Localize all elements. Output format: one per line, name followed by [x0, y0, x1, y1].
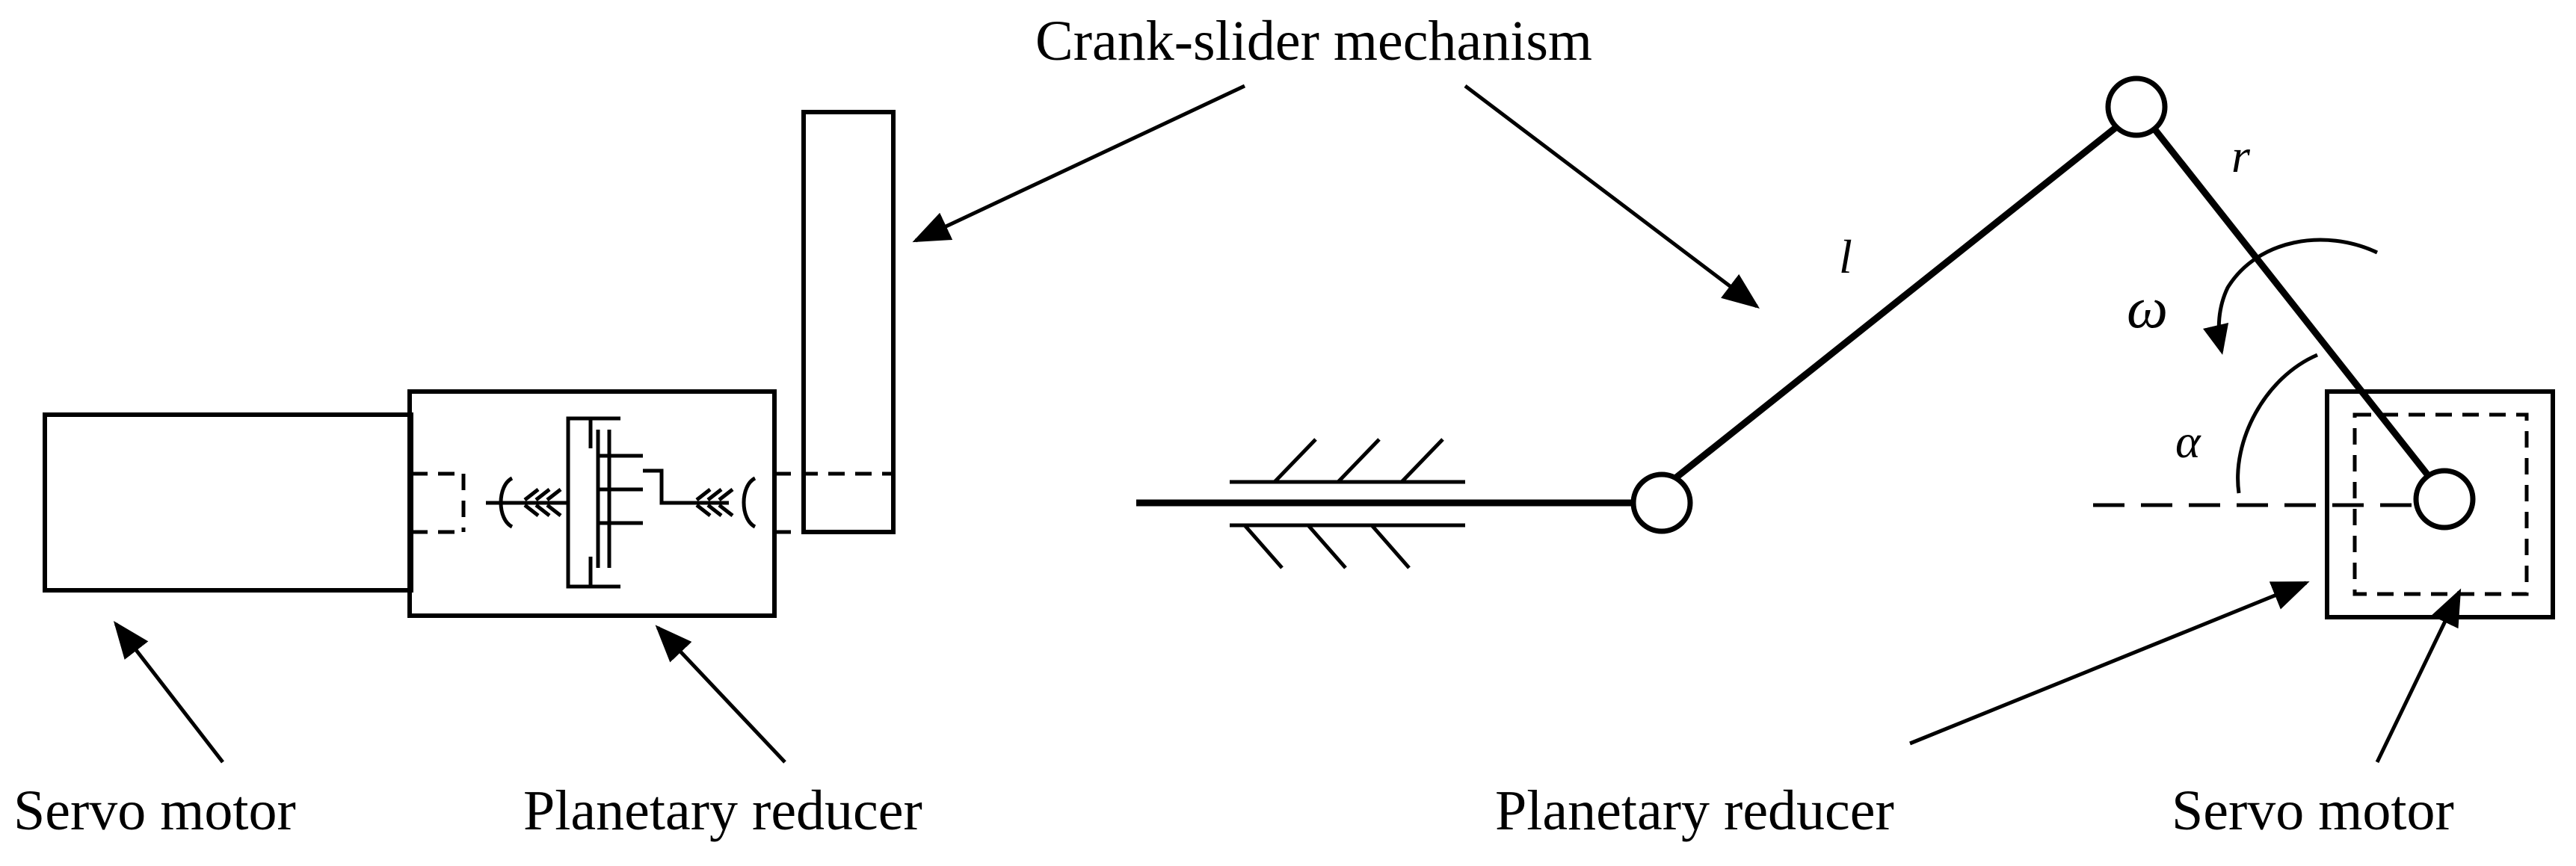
left-assembly: [43, 110, 896, 618]
arrow-left-planetary-reducer: [655, 625, 786, 764]
label-left-planetary-reducer: Planetary reducer: [523, 779, 922, 842]
symbol-alpha: α: [2175, 415, 2201, 468]
left-input-shaft: [411, 471, 466, 534]
right-assembly: [1136, 75, 2555, 619]
left-annotations: [113, 84, 1246, 764]
right-annotations: [1909, 581, 2462, 764]
label-crank-slider: Crank-slider mechanism: [1035, 10, 1592, 72]
symbol-r: r: [2231, 129, 2251, 182]
left-servo-motor-body: [43, 412, 413, 593]
left-crank-arm: [801, 110, 896, 534]
arrow-right-planetary-reducer: [1909, 581, 2310, 746]
arrow-left-servo-motor: [113, 621, 224, 764]
arrow-right-crank: [1464, 84, 1760, 309]
left-output-shaft: [774, 471, 893, 534]
crank-r: [2150, 125, 2436, 484]
left-planetary-reducer-housing: [407, 389, 777, 618]
alpha-angle-arc: [2236, 353, 2318, 494]
label-right-servo-motor: Servo motor: [2172, 779, 2454, 842]
arrow-left-crank: [912, 84, 1246, 243]
label-left-servo-motor: Servo motor: [13, 779, 296, 842]
slider-joint: [1630, 471, 1693, 534]
slider-guide: [1230, 438, 1465, 569]
crank-pin-joint: [2105, 75, 2168, 138]
symbol-omega: ω: [2127, 275, 2168, 340]
omega-rotation-arc: [2203, 238, 2379, 355]
arrow-right-servo-motor: [2375, 588, 2462, 764]
connecting-rod-l: [1662, 122, 2121, 490]
crank-center-joint: [2413, 468, 2476, 531]
label-right-planetary-reducer: Planetary reducer: [1495, 779, 1894, 842]
symbol-l: l: [1839, 230, 1852, 283]
planetary-gear-internals: [486, 416, 757, 589]
